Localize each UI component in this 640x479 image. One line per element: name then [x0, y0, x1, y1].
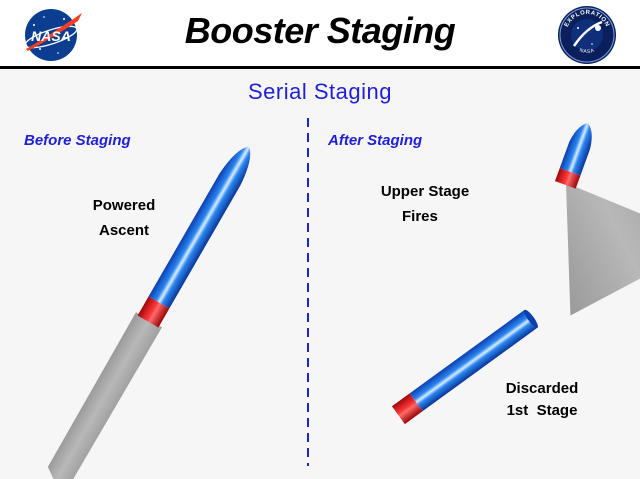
discarded-stage-body	[409, 309, 538, 412]
discarded-first-stage	[391, 309, 538, 425]
upper-stage-fires-label: Upper Stage Fires	[370, 179, 480, 229]
before-staging-label: Before Staging	[24, 132, 131, 149]
booster-exhaust-plume	[47, 312, 162, 479]
upper-stage-rocket	[554, 122, 640, 316]
page-title: Booster Staging	[184, 10, 456, 51]
diagram-subtitle: Serial Staging	[248, 79, 392, 104]
discarded-line2: 1st Stage	[506, 402, 578, 419]
upper-stage-body	[559, 122, 592, 176]
powered-rocket	[47, 146, 251, 479]
powered-ascent-line2: Ascent	[98, 222, 150, 239]
header	[0, 0, 640, 68]
upper-stage-plume	[566, 183, 640, 316]
header-divider	[0, 66, 640, 69]
upper-stage-nozzle	[554, 167, 581, 189]
discarded-stage-nozzle	[391, 393, 423, 425]
section-divider	[307, 118, 309, 466]
booster-nozzle	[137, 296, 170, 328]
nasa-logo-text: NASA	[31, 28, 71, 44]
discarded-stage-label: Discarded 1st Stage	[496, 378, 588, 422]
exploration-seal-icon: EXPLORATION NASA	[558, 6, 616, 64]
powered-ascent-label: Powered Ascent	[86, 193, 162, 243]
seal-bottom-text: NASA	[579, 47, 595, 55]
after-staging-label: After Staging	[328, 132, 423, 149]
powered-ascent-line1: Powered	[92, 197, 156, 214]
upper-stage-line2: Fires	[402, 208, 438, 225]
nasa-meatball-icon: NASA	[24, 9, 82, 61]
upper-stage-line1: Upper Stage	[380, 183, 470, 200]
discarded-stage-end	[524, 309, 538, 328]
rocket-body	[148, 146, 251, 309]
discarded-line1: Discarded	[505, 380, 579, 397]
svg-text:NASA: NASA	[579, 47, 596, 55]
